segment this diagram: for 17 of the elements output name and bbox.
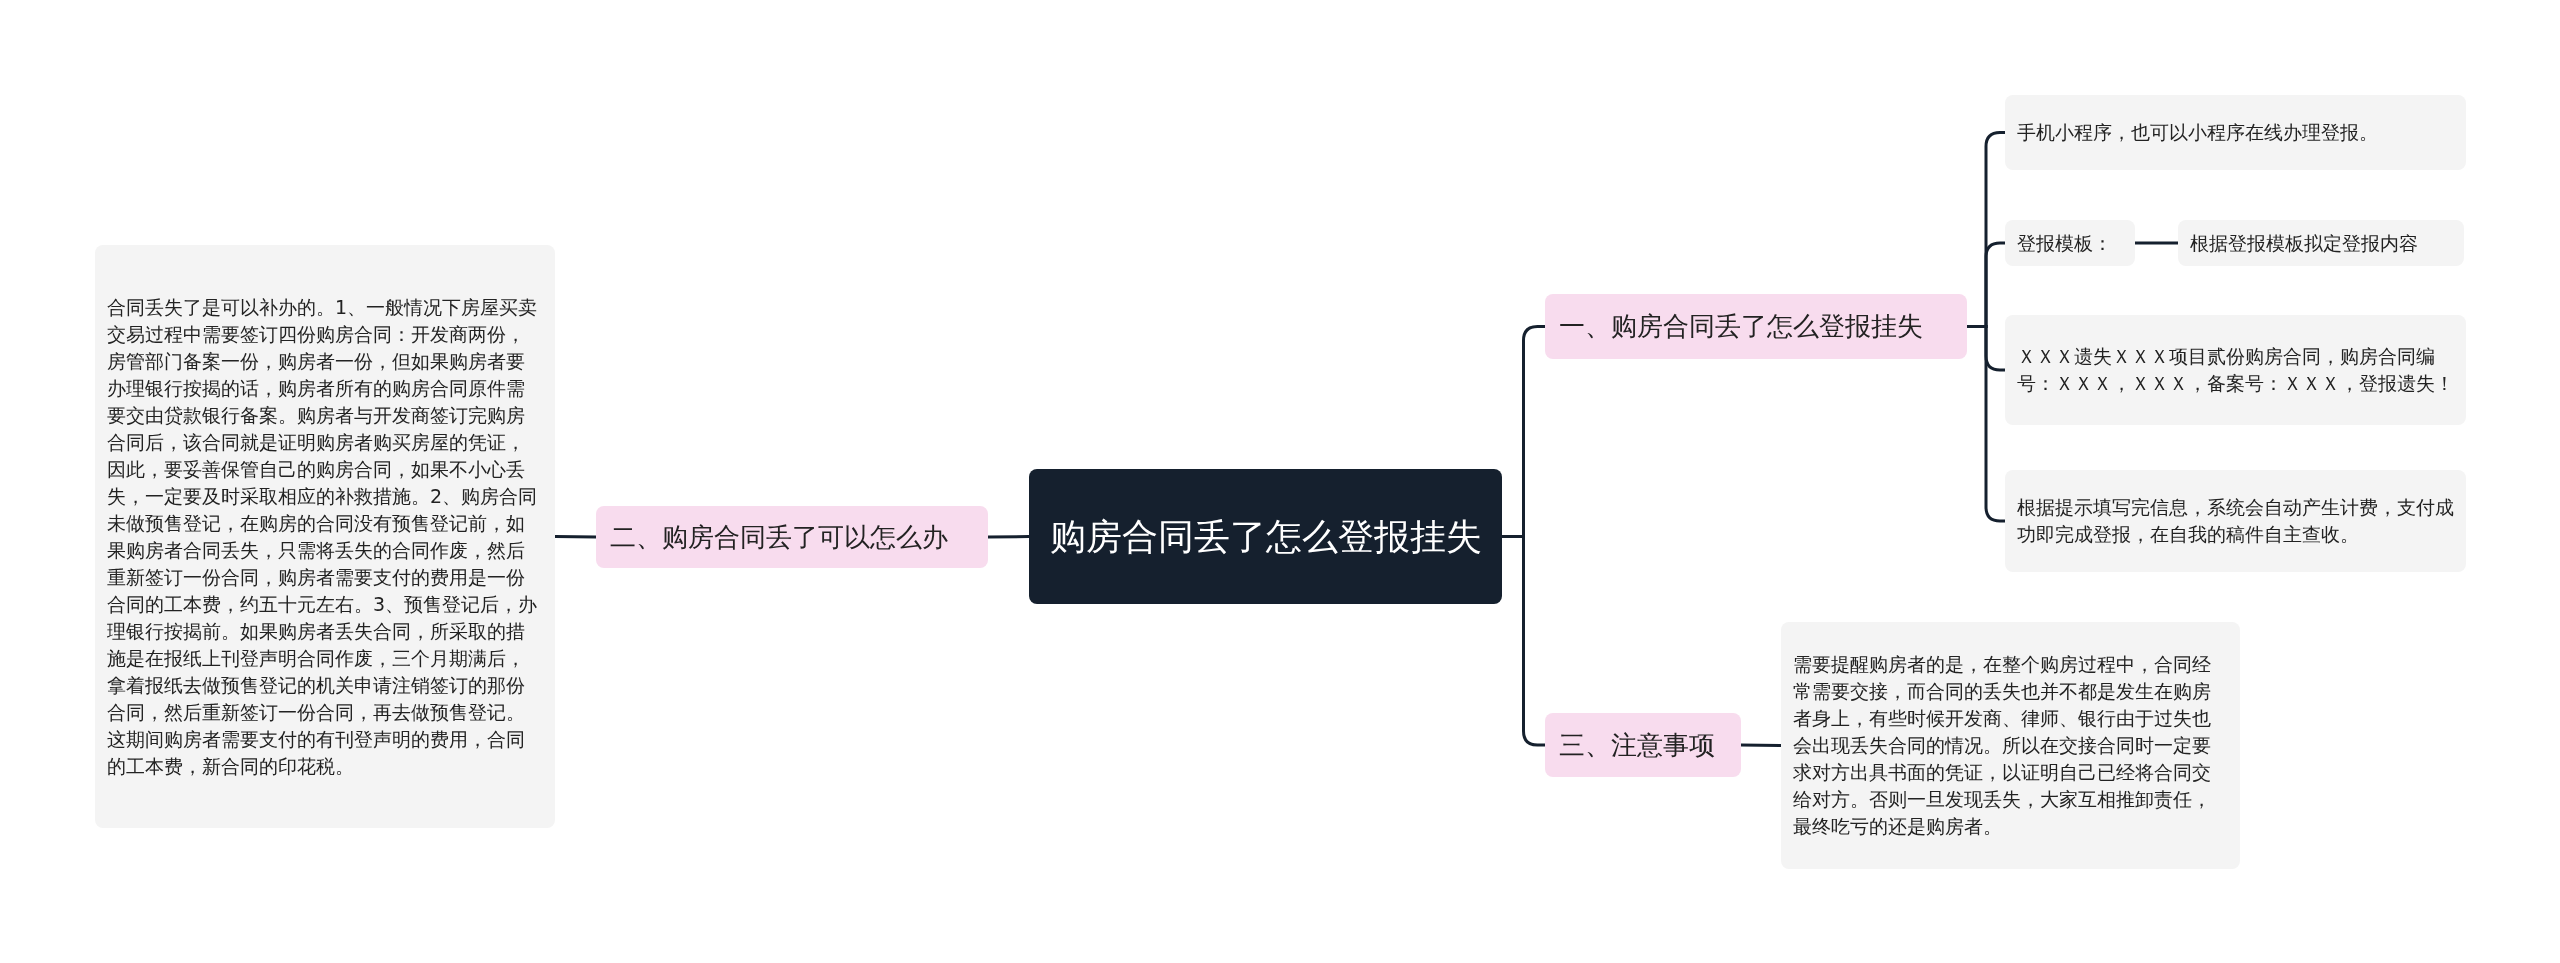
- text-card: 需要提醒购房者的是，在整个购房过程中，合同经常需要交接，而合同的丢失也并不都是发生在购房者身上，有些时候开发商、律师、银行由于过失也会出现丢失合同的情况。所以在交接合同时一定要求对方出具书面的凭证，以证明自己已经将合同交给对方。否则一旦发现丢失，大家互相推卸责任，最终吃亏的还是购房者。: [1781, 622, 2240, 869]
- text-card: 根据提示填写完信息，系统会自动产生计费，支付成功即完成登报，在自我的稿件自主查收。: [2005, 470, 2466, 572]
- text-card: 根据登报模板拟定登报内容: [2178, 220, 2464, 266]
- connector-line: [554, 535, 597, 539]
- text-card: 手机小程序，也可以小程序在线办理登报。: [2005, 95, 2466, 170]
- connector-line: [1967, 325, 2005, 523]
- text-card: ＸＸＸ遗失ＸＸＸ项目贰份购房合同，购房合同编号：ＸＸＸ，ＸＸＸ，备案号：ＸＸＸ，登报遗失！: [2005, 315, 2466, 425]
- topic-box: 购房合同丢了怎么登报挂失: [1029, 469, 1502, 604]
- branch-box: 三、注意事项: [1545, 713, 1741, 777]
- connector-line: [1740, 743, 1782, 747]
- connector-line: [2135, 241, 2178, 245]
- connector-line: [1502, 535, 1545, 747]
- branch-box: 二、购房合同丢了可以怎么办: [596, 506, 988, 568]
- connector-line: [987, 535, 1030, 539]
- text-card: 合同丢失了是可以补办的。1、一般情况下房屋买卖交易过程中需要签订四份购房合同：开发商两份，房管部门备案一份，购房者一份，但如果购房者要办理银行按揭的话，购房者所有的购房合同原件需要交由贷款银行备案。购房者与开发商签订完购房合同后，该合同就是证明购房者购买房屋的凭证，因此，要妥善保管自己的购房合同，如果不小心丢失，一定要及时采取相应的补救措施。2、购房合同未做预售登记，在购房的合同没有预售登记前，如果购房者合同丢失，只需将丢失的合同作废，然后重新签订一份合同，购房者需要支付的费用是一份合同的工本费，约五十元左右。3、预售登记后，办理银行按揭前。如果购房者丢失合同，所采取的措施是在报纸上刊登声明合同作废，三个月期满后，拿着报纸去做预售登记的机关申请注销签订的那份合同，然后重新签订一份合同，再去做预售登记。这期间购房者需要支付的有刊登声明的费用，合同的工本费，新合同的印花税。: [95, 245, 555, 828]
- text-card: 登报模板：: [2005, 220, 2135, 266]
- branch-box: 一、购房合同丢了怎么登报挂失: [1545, 294, 1967, 359]
